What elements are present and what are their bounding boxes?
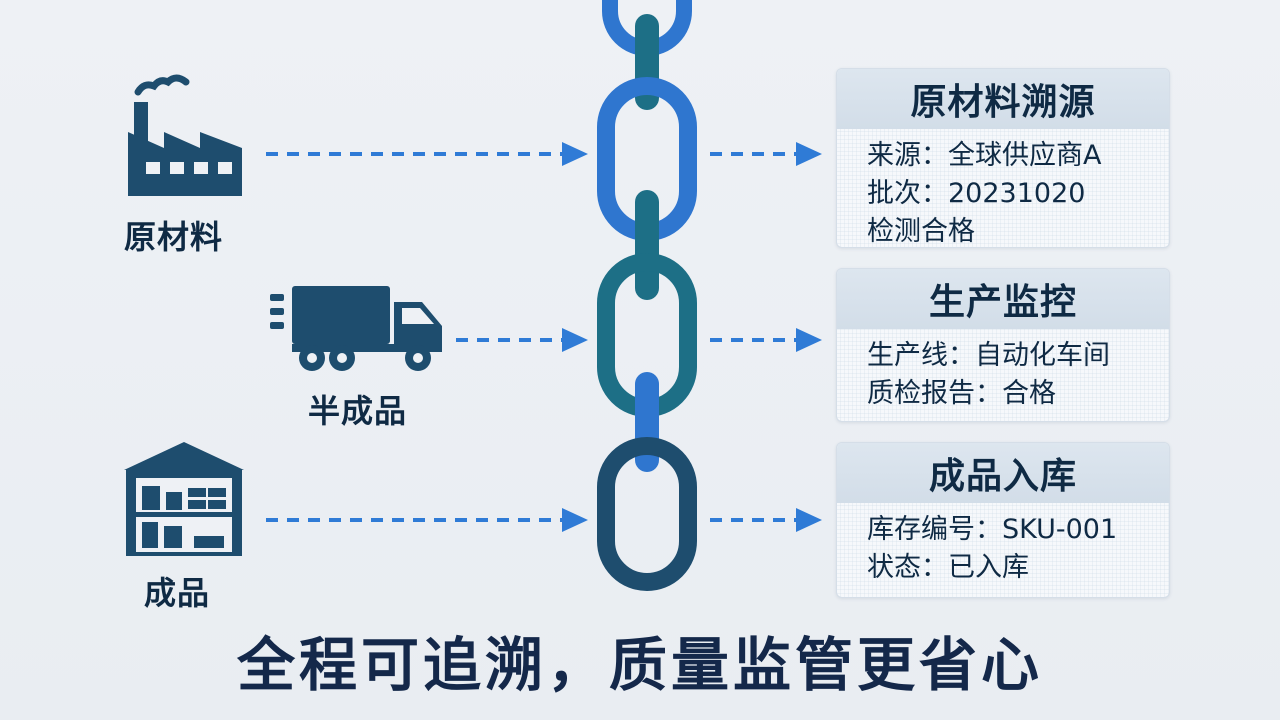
arrow-right-2 bbox=[710, 328, 822, 352]
card-line: 生产线：自动化车间 bbox=[867, 340, 1110, 371]
card-line: 状态：已入库 bbox=[867, 552, 1029, 583]
card-title: 生产监控 bbox=[837, 269, 1169, 329]
card-line: 库存编号：SKU-001 bbox=[867, 514, 1118, 545]
card-line: 批次：20231020 bbox=[867, 178, 1086, 209]
stage-label-finished: 成品 bbox=[144, 574, 211, 612]
chain-icon bbox=[597, 0, 697, 591]
arrow-left-3 bbox=[266, 508, 588, 532]
card-line: 检测合格 bbox=[867, 216, 975, 247]
arrow-right-3 bbox=[710, 508, 822, 532]
arrow-left-2 bbox=[456, 328, 588, 352]
card-line: 质检报告：合格 bbox=[867, 378, 1056, 409]
stage-label-raw-material: 原材料 bbox=[124, 218, 224, 256]
card-line: 来源：全球供应商A bbox=[867, 140, 1102, 171]
truck-icon bbox=[270, 286, 442, 371]
arrow-right-1 bbox=[710, 142, 822, 166]
tagline: 全程可追溯，质量监管更省心 bbox=[236, 631, 1043, 699]
factory-icon bbox=[128, 74, 242, 196]
card-raw-material-trace: 原材料溯源 来源：全球供应商A 批次：20231020 检测合格 bbox=[836, 68, 1170, 248]
card-production-monitoring: 生产监控 生产线：自动化车间 质检报告：合格 bbox=[836, 268, 1170, 422]
stage-label-semi-finished: 半成品 bbox=[308, 392, 408, 430]
card-title: 成品入库 bbox=[837, 443, 1169, 503]
card-finished-warehousing: 成品入库 库存编号：SKU-001 状态：已入库 bbox=[836, 442, 1170, 598]
card-title: 原材料溯源 bbox=[837, 69, 1169, 129]
warehouse-icon bbox=[124, 442, 244, 556]
arrow-left-1 bbox=[266, 142, 588, 166]
